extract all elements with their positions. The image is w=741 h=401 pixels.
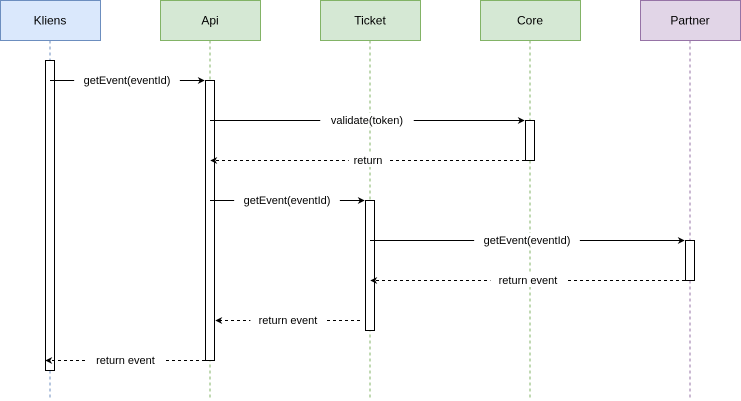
message-3[interactable]: return xyxy=(210,153,525,167)
participant-kliens[interactable]: Kliens xyxy=(0,0,101,41)
message-label: return event xyxy=(96,355,155,367)
participant-label-api: Api xyxy=(201,14,218,28)
message-6[interactable]: return event xyxy=(370,273,685,287)
activation-bar-partner xyxy=(685,240,695,281)
participant-box-api xyxy=(160,0,261,41)
message-label: getEvent(eventId) xyxy=(84,75,171,87)
participant-box-core xyxy=(480,0,581,41)
participant-ticket[interactable]: Ticket xyxy=(320,0,421,41)
participant-box-partner xyxy=(640,0,741,41)
message-1[interactable]: getEvent(eventId) xyxy=(50,73,205,87)
message-label-background xyxy=(320,113,414,127)
message-label: return event xyxy=(259,315,318,327)
message-5[interactable]: getEvent(eventId) xyxy=(370,233,685,247)
message-label: return xyxy=(354,155,383,167)
message-8[interactable]: return event xyxy=(45,353,205,367)
message-label: getEvent(eventId) xyxy=(484,235,571,247)
message-label-background xyxy=(87,353,164,367)
participant-partner[interactable]: Partner xyxy=(640,0,741,41)
message-label-background xyxy=(250,313,326,327)
participant-core[interactable]: Core xyxy=(480,0,581,41)
activation-bar-ticket xyxy=(365,200,375,331)
activation-bar-kliens xyxy=(45,60,55,371)
participant-label-core: Core xyxy=(517,14,543,28)
message-7[interactable]: return event xyxy=(215,313,360,327)
participant-label-partner: Partner xyxy=(670,14,709,28)
activation-bar-core xyxy=(525,120,535,161)
participant-api[interactable]: Api xyxy=(160,0,261,41)
message-label: getEvent(eventId) xyxy=(244,195,331,207)
message-2[interactable]: validate(token) xyxy=(210,113,525,127)
message-label-background xyxy=(490,273,566,287)
message-label: validate(token) xyxy=(331,115,403,127)
message-label-background xyxy=(474,233,580,247)
participant-label-kliens: Kliens xyxy=(34,14,67,28)
message-4[interactable]: getEvent(eventId) xyxy=(210,193,365,207)
participant-label-ticket: Ticket xyxy=(354,14,386,28)
message-label: return event xyxy=(499,275,558,287)
participant-box-kliens xyxy=(0,0,101,41)
message-label-background xyxy=(234,193,340,207)
participant-box-ticket xyxy=(320,0,421,41)
message-label-background xyxy=(348,153,388,167)
activation-bar-api xyxy=(205,80,215,361)
message-label-background xyxy=(74,73,180,87)
